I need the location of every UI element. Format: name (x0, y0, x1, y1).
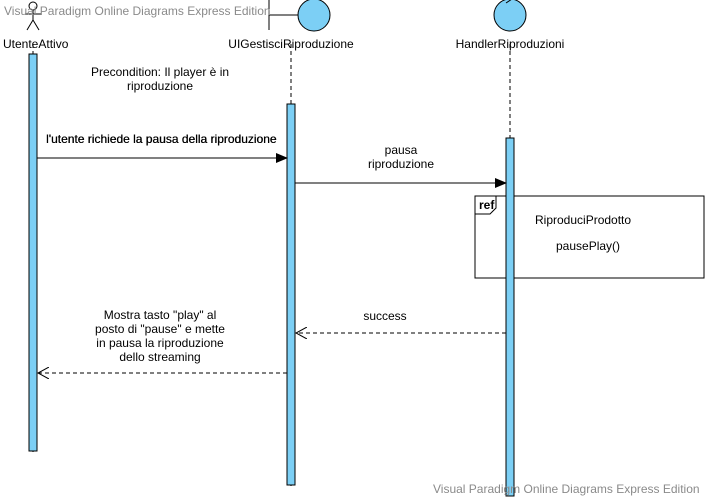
message-label-m4-line-4: dello streaming (119, 350, 201, 364)
activation-bar-handlerriproduzioni (505, 137, 515, 497)
ref-fragment-tag-box (474, 195, 497, 215)
ref-fragment-tag: ref (479, 198, 495, 212)
activation-bar-uigestisciriproduzione (286, 103, 296, 486)
message-label-m1: l'utente richiede la pausa della riprodu… (46, 132, 277, 146)
actor-icon (25, 1, 41, 31)
boundary-icon (268, 0, 331, 32)
control-icon (493, 0, 527, 32)
ref-fragment-line-1: RiproduciProdotto (535, 213, 632, 227)
watermark-top: Visual Paradigm Online Diagrams Express … (4, 4, 271, 18)
precondition-line-1: Precondition: Il player è in (90, 65, 230, 79)
message-label-m4-line-1: Mostra tasto "play" al (103, 308, 217, 322)
message-label-m4-line-2: posto di "pause" e mette (95, 322, 225, 336)
lifeline-name-uigestisciriproduzione: UIGestisciRiproduzione (228, 37, 354, 51)
activation-bar-utenteattivo (28, 53, 38, 452)
message-label-m2-line-1: pausa (384, 143, 418, 157)
ref-fragment-line-2: pausePlay() (556, 239, 621, 253)
message-label-m4-line-3: in pausa la riproduzione (96, 336, 224, 350)
watermark-bottom: Visual Paradigm Online Diagrams Express … (433, 482, 700, 496)
lifeline-name-handlerriproduzioni: HandlerRiproduzioni (455, 37, 565, 51)
message-label-m2-line-2: riproduzione (367, 157, 435, 171)
message-label-m3: success (363, 309, 407, 323)
precondition-line-2: riproduzione (126, 79, 194, 93)
lifeline-name-utenteattivo: UtenteAttivo (3, 37, 69, 51)
